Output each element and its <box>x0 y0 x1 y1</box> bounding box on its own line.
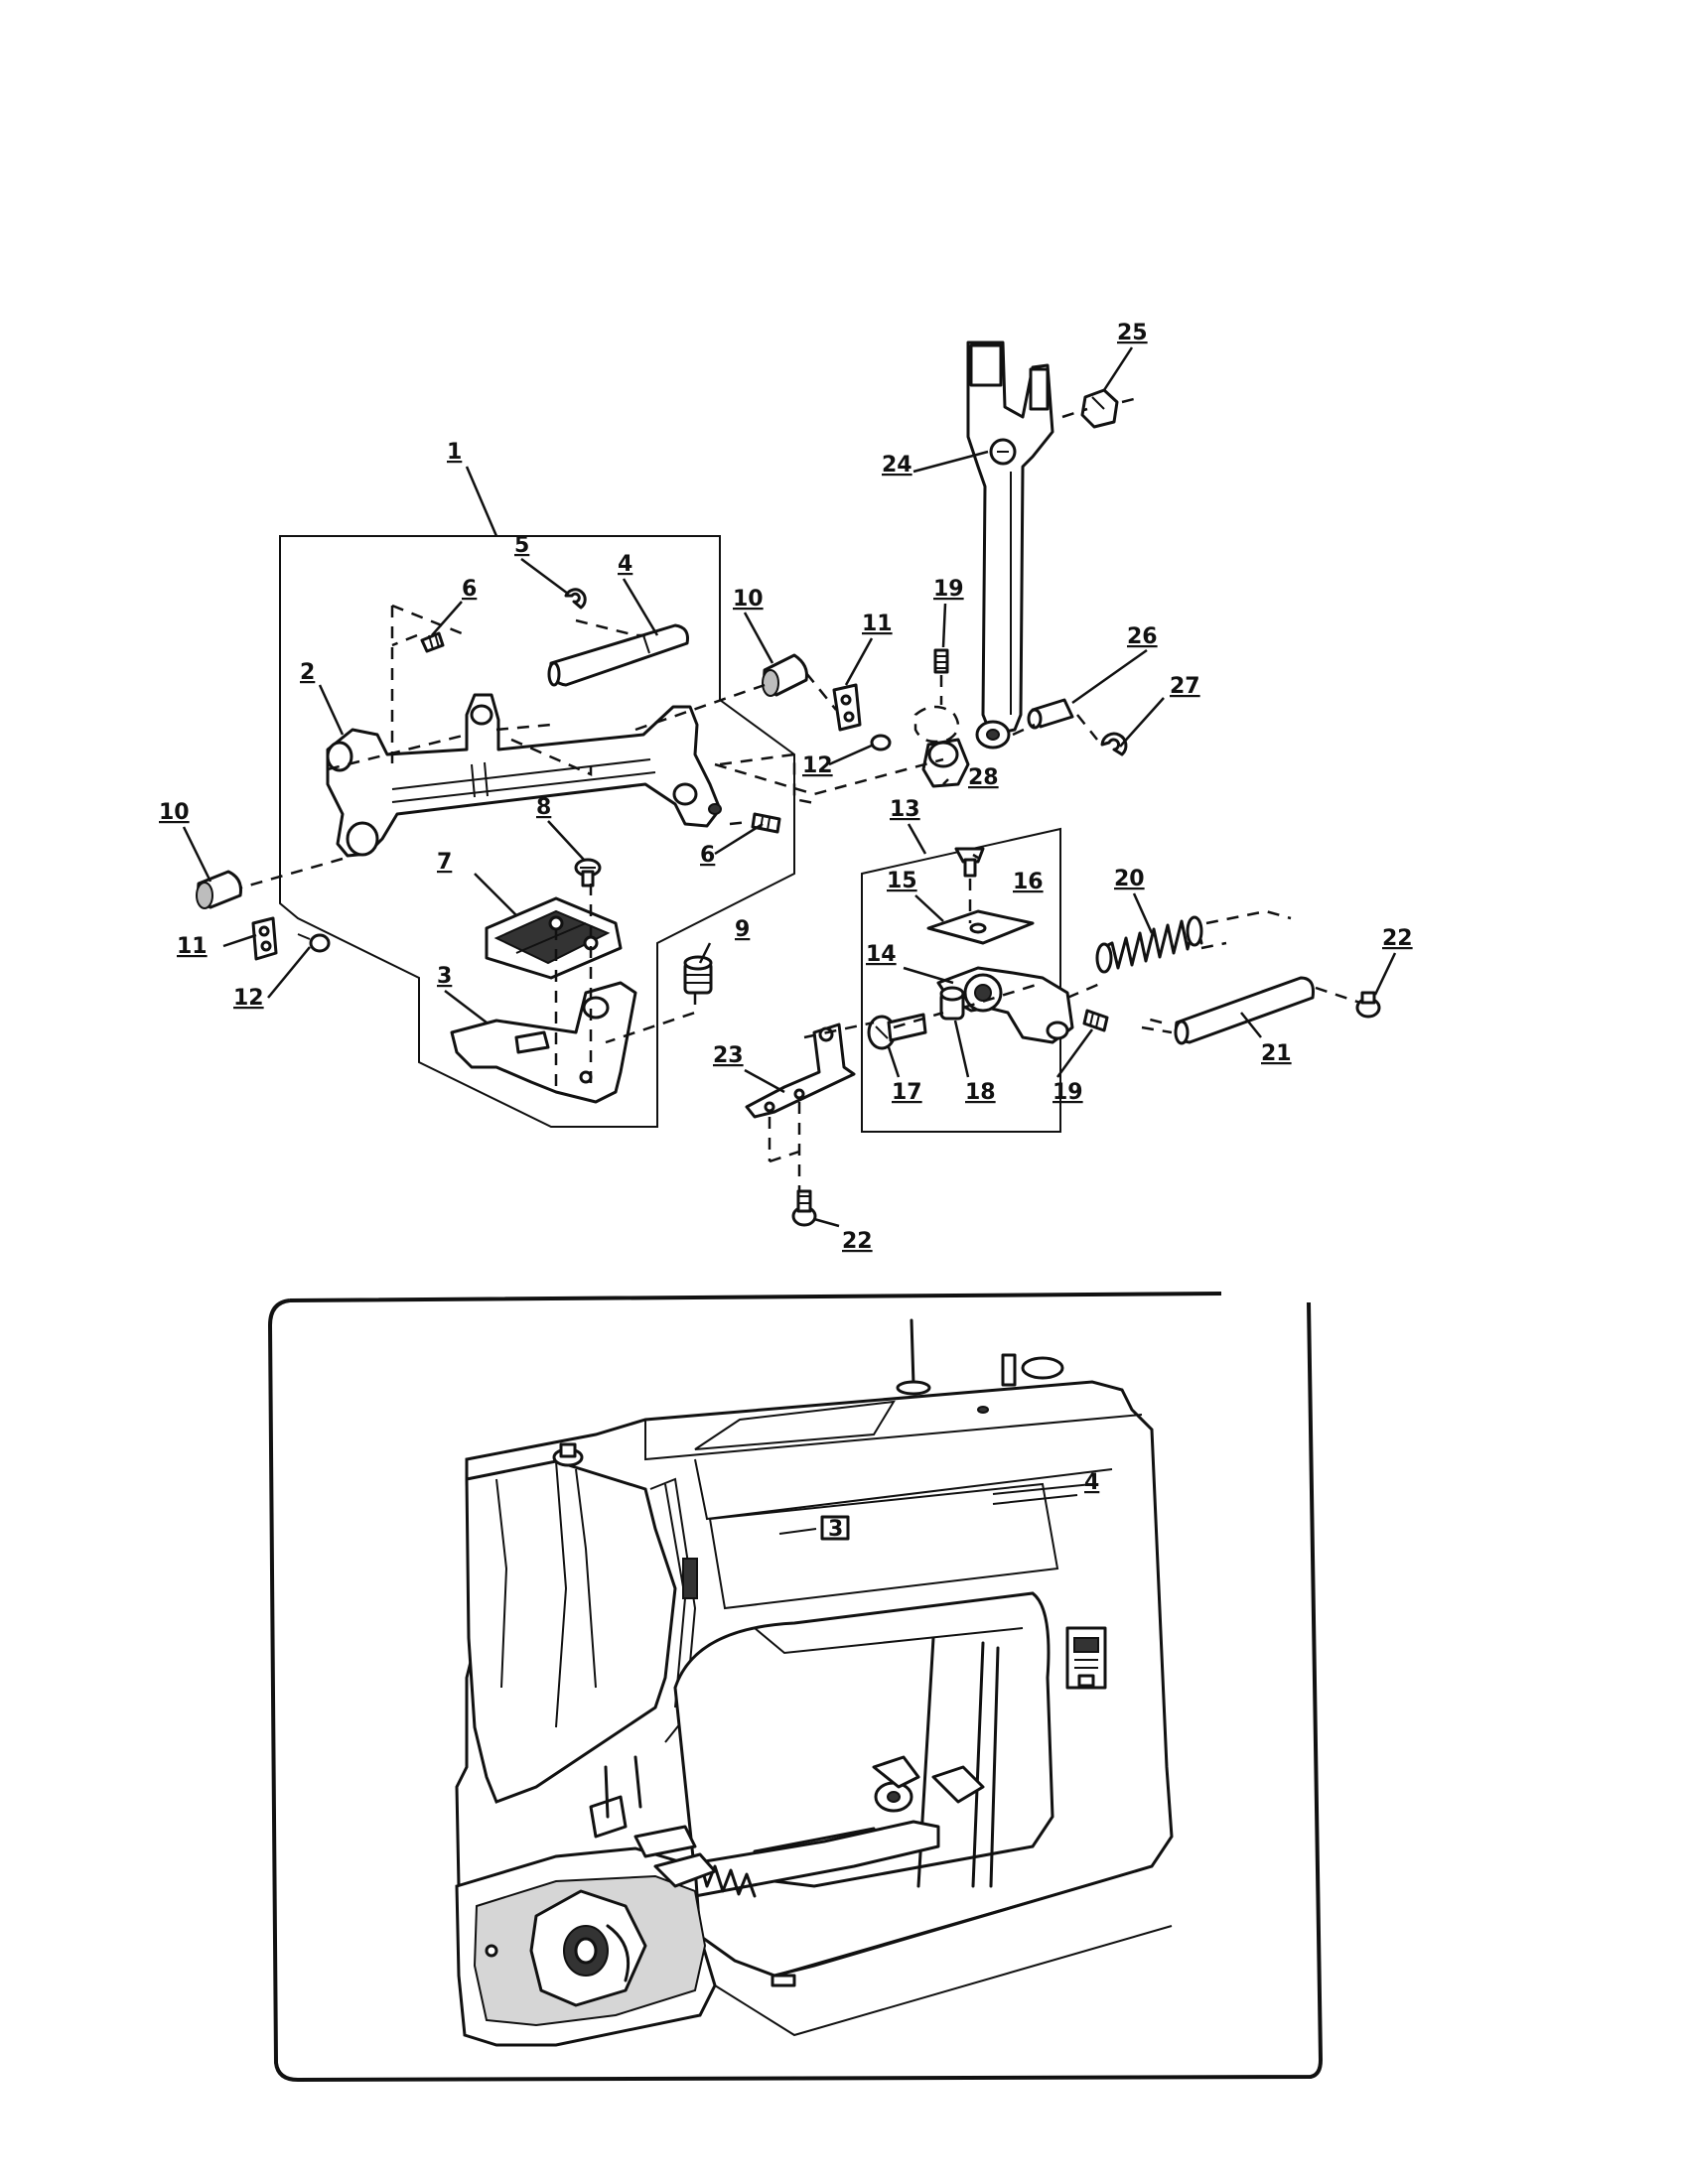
part-6-upper-screw <box>420 631 445 653</box>
label-7: 7 <box>437 850 452 875</box>
label-21: 21 <box>1261 1041 1292 1066</box>
part-10-upper-cap <box>762 653 808 697</box>
part-9-bushing <box>683 955 713 995</box>
part-25-block <box>1080 388 1119 429</box>
part-21-shaft <box>1174 976 1315 1045</box>
label-17: 17 <box>892 1080 922 1105</box>
part-11-upper-plate <box>832 683 862 732</box>
part-14-lever <box>936 966 1074 1044</box>
part-28-collar <box>913 705 970 788</box>
label-2: 2 <box>300 660 315 685</box>
part-19-lower-screw <box>1082 1009 1109 1032</box>
label-14: 14 <box>866 942 897 967</box>
label-22-bottom: 22 <box>842 1229 873 1254</box>
label-25: 25 <box>1117 321 1148 345</box>
part-4-shaft <box>547 623 689 687</box>
part-15-plate <box>926 909 1035 945</box>
assembly-13-outline <box>861 827 1061 1133</box>
label-27: 27 <box>1170 674 1200 699</box>
part-20-spring <box>1095 915 1203 974</box>
label-12-upper: 12 <box>802 753 833 778</box>
part-5-ring <box>564 588 587 610</box>
part-22-bottom-screw <box>791 1189 817 1227</box>
inset-callout-4: 4 <box>1084 1470 1099 1495</box>
label-16: 16 <box>1013 870 1044 894</box>
part-11-lower-plate <box>251 916 278 961</box>
label-5: 5 <box>514 533 529 558</box>
label-11-upper: 11 <box>862 612 893 636</box>
label-11-lower: 11 <box>177 934 208 959</box>
part-6-lower-screw <box>751 812 781 834</box>
part-27-ring <box>1100 732 1128 756</box>
part-19-upper-screw <box>933 648 949 674</box>
label-18: 18 <box>965 1080 996 1105</box>
label-15: 15 <box>887 869 917 893</box>
inset-callout-3: 3 <box>828 1517 843 1542</box>
label-13: 13 <box>890 797 920 822</box>
label-4: 4 <box>618 552 632 577</box>
label-28: 28 <box>968 765 999 790</box>
label-12-lower: 12 <box>233 986 264 1011</box>
label-3: 3 <box>437 964 452 989</box>
part-10-lower-cap <box>196 870 242 909</box>
part-22-right-screw <box>1355 991 1381 1019</box>
label-20: 20 <box>1114 867 1145 891</box>
part-23-bracket <box>745 1023 856 1119</box>
label-10-upper: 10 <box>733 587 764 612</box>
part-12-lower-screw <box>297 933 331 953</box>
label-6-upper: 6 <box>462 577 477 602</box>
inset-machine-view: 4 3 <box>267 1292 1324 2083</box>
label-19-lower: 19 <box>1052 1080 1083 1105</box>
label-24: 24 <box>882 453 912 478</box>
label-23: 23 <box>713 1043 744 1068</box>
part-26-pin <box>1027 698 1074 730</box>
part-16-screw <box>954 847 985 878</box>
label-8: 8 <box>536 795 551 820</box>
part-7-feed-dog <box>485 896 623 980</box>
label-19-upper: 19 <box>933 577 964 602</box>
label-1: 1 <box>447 440 462 465</box>
part-24-lever <box>966 341 1054 750</box>
part-2-feed-arm <box>326 693 722 858</box>
label-9: 9 <box>735 917 750 942</box>
label-10-lower: 10 <box>159 800 190 825</box>
part-8-screw <box>574 858 602 887</box>
label-26: 26 <box>1127 624 1158 649</box>
part-18-bushing <box>939 986 965 1021</box>
label-6-lower: 6 <box>700 843 715 868</box>
label-22-right: 22 <box>1382 926 1413 951</box>
